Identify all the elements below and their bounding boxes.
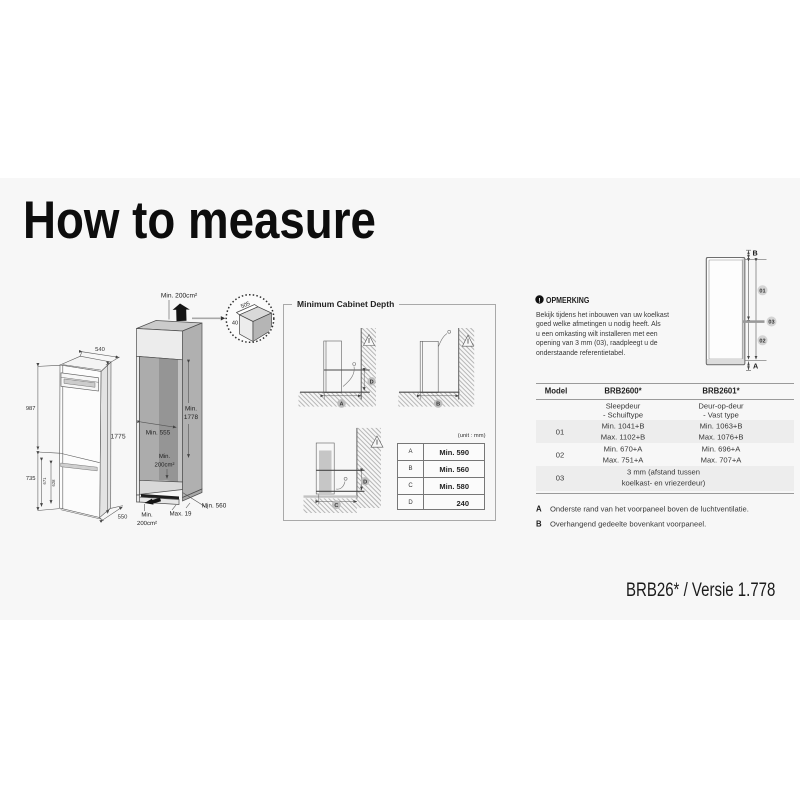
svg-text:C: C — [334, 503, 338, 509]
svg-text:671: 671 — [42, 477, 47, 485]
svg-text:B: B — [436, 402, 440, 408]
svg-text:D: D — [370, 379, 374, 385]
svg-text:Max. 19: Max. 19 — [169, 511, 192, 518]
svg-text:Min. 200cm²: Min. 200cm² — [161, 293, 198, 300]
svg-text:B: B — [753, 249, 758, 258]
svg-text:Min. 555: Min. 555 — [146, 430, 171, 437]
svg-text:200cm²: 200cm² — [137, 520, 157, 527]
svg-text:!: ! — [538, 297, 540, 304]
svg-text:02: 02 — [759, 338, 765, 344]
svg-text:540: 540 — [95, 346, 105, 353]
svg-text:03: 03 — [768, 320, 774, 326]
svg-text:01: 01 — [759, 288, 765, 294]
svg-text:505: 505 — [240, 301, 251, 310]
svg-text:Min.: Min. — [141, 512, 153, 519]
svg-text:Min. 560: Min. 560 — [202, 503, 227, 510]
svg-text:40: 40 — [232, 321, 238, 327]
svg-text:A: A — [753, 362, 758, 371]
svg-text:200cm²: 200cm² — [154, 462, 174, 469]
svg-text:987: 987 — [26, 405, 36, 412]
svg-text:1775: 1775 — [111, 434, 126, 441]
svg-text:D: D — [363, 479, 367, 485]
svg-text:Min.: Min. — [185, 406, 197, 413]
svg-text:628: 628 — [51, 479, 56, 487]
svg-text:735: 735 — [26, 475, 36, 482]
svg-text:A: A — [339, 402, 343, 408]
svg-text:Min.: Min. — [159, 453, 171, 460]
svg-text:550: 550 — [118, 514, 128, 521]
svg-text:1778: 1778 — [184, 414, 199, 421]
